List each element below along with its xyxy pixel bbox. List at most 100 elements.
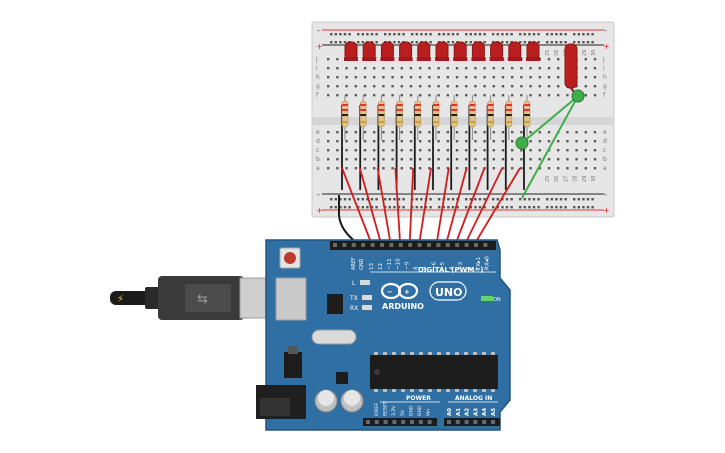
leds[interactable] [344,41,540,61]
rail-hole [456,206,459,209]
header-pin [366,420,370,424]
pin-wire[interactable] [418,167,432,246]
green-wires[interactable] [515,89,585,199]
header-pin [483,243,488,247]
terminal-hole [409,85,413,88]
rail-hole [550,198,553,201]
resistor-band [451,109,458,111]
rail-hole [501,41,504,44]
terminal-hole [345,85,348,88]
pin-wire[interactable] [394,167,402,246]
rail-hole [339,198,342,201]
pin-wire[interactable] [454,167,486,246]
terminal-hole [455,149,459,152]
terminal-hole [584,76,587,79]
rail-hole [415,206,418,209]
digital-pin-label: 2 [467,267,473,271]
rail-hole [564,198,567,201]
resistor-band [505,121,512,123]
green-wire-1[interactable] [521,95,579,144]
bottom-rail-plus-left: + [316,206,323,215]
resistor-band [487,114,494,116]
usb-cable[interactable]: ⚡ ⇆ [110,276,279,320]
terminal-hole [428,167,431,170]
reset-button-cap[interactable] [284,252,296,264]
terminal-hole [391,85,394,88]
pin-wire[interactable] [473,167,521,246]
terminal-hole [547,131,551,134]
regulator-tab [288,346,298,354]
pin-wire[interactable] [358,167,383,246]
terminal-hole [373,94,376,97]
row-letter: h [603,74,607,81]
column-label: 30 [591,176,597,182]
usb-plug-inset [185,284,231,312]
terminal-hole [354,140,357,143]
rail-hole [483,206,486,209]
terminal-hole [419,149,422,152]
rail-hole [384,33,387,36]
terminal-hole [400,167,403,170]
terminal-hole [327,58,330,61]
resistor-band [342,121,348,123]
pin-wire[interactable] [408,167,415,246]
analog-pin-label: A1 [456,408,462,416]
usb-strain-relief [145,287,161,309]
rail-hole [510,198,513,201]
rail-hole [411,33,414,36]
red-pin-wires[interactable] [341,167,521,246]
rail-hole [397,206,401,209]
pin-wire[interactable] [463,167,504,246]
rail-hole [429,198,432,201]
green-wire-end-1[interactable] [571,89,585,103]
pin-wire[interactable] [435,167,450,246]
chip-pin [482,389,486,392]
terminal-hole [336,94,339,97]
top-rail-minus-left: - [317,26,320,35]
terminal-hole [336,149,339,152]
rail-hole [519,33,522,36]
green-wire-end-2[interactable] [515,136,529,150]
rail-hole [438,198,441,201]
arduino-brand: ARDUINO [382,302,424,311]
terminal-hole [428,76,431,79]
resistor-band [524,109,530,111]
gnd-pin-label: GND [359,258,365,270]
pin-wire[interactable] [341,167,373,246]
terminal-hole [584,58,587,61]
terminal-hole [363,131,367,134]
terminal-hole [557,149,560,152]
rail-hole [474,33,477,36]
resistor-band [360,104,367,106]
rail-hole [478,206,482,209]
terminal-hole [363,67,367,70]
resistors[interactable] [341,95,531,140]
header-pin [401,420,406,424]
terminal-hole [538,76,541,79]
usb-symbol-icon: ⇆ [197,292,208,307]
terminal-hole [474,94,477,97]
terminal-hole [557,94,560,97]
rail-hole [348,33,351,36]
terminal-hole [465,140,468,143]
chip-pin [419,352,423,355]
pin-wire[interactable] [376,167,392,246]
terminal-hole [584,167,587,170]
pin-wire[interactable] [444,167,468,246]
row-letter: i [316,65,318,72]
rail-hole [483,33,486,36]
rail-hole [474,198,477,201]
rail-hole [388,198,391,201]
resistor-band [505,114,512,116]
green-wire-2[interactable] [521,95,579,199]
rail-hole [438,206,441,209]
terminal-hole [391,167,394,170]
resistor-band [433,121,439,123]
digital-pin-label: 4 [449,266,455,270]
resistor-band [396,109,403,111]
resistor-band [414,121,421,123]
row-letter: c [316,147,319,154]
rail-hole [532,206,536,209]
rail-hole [546,198,549,201]
